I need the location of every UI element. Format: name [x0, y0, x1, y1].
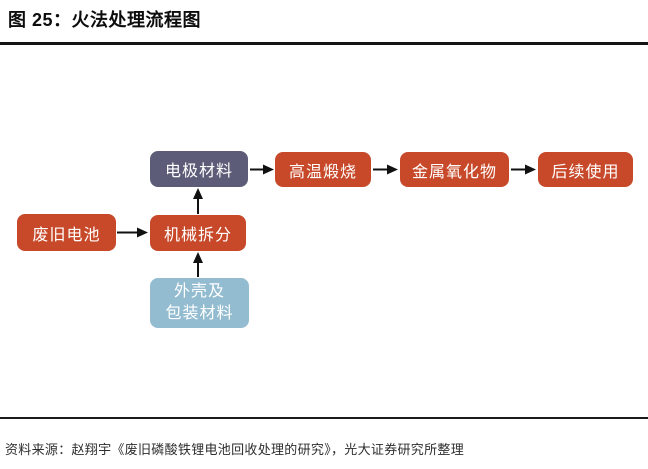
flow-node-shell-packaging: 外壳及 包装材料: [150, 278, 249, 328]
flow-node-mechanical-split: 机械拆分: [150, 215, 246, 251]
flow-node-electrode-material: 电极材料: [150, 151, 248, 187]
arrow-electrode-to-calcination: [250, 164, 274, 175]
arrow-calcination-to-metal-oxide: [373, 164, 398, 175]
footer-divider: [0, 417, 648, 419]
flow-node-label: 机械拆分: [163, 227, 232, 244]
arrow-waste-to-mechanical: [117, 227, 148, 238]
flow-node-label-line1: 外壳及: [173, 283, 225, 301]
flow-node-label: 金属氧化物: [411, 163, 497, 181]
flow-node-label: 后续使用: [551, 163, 620, 181]
flow-node-label: 高温煅烧: [288, 163, 357, 181]
figure-title: 图 25：火法处理流程图: [8, 10, 202, 30]
flow-node-label: 电极材料: [164, 163, 233, 180]
flow-node-label: 废旧电池: [32, 226, 101, 244]
flow-node-metal-oxide: 金属氧化物: [400, 152, 509, 187]
arrow-mechanical-to-electrode: [193, 188, 203, 214]
flow-node-label-line2: 包装材料: [165, 305, 234, 322]
flow-node-high-temp-calcination: 高温煅烧: [275, 152, 371, 187]
source-attribution: 资料来源：赵翔宇《废旧磷酸铁锂电池回收处理的研究》，光大证券研究所整理: [5, 442, 465, 457]
arrow-metal-oxide-to-subsequent-use: [511, 164, 536, 175]
title-divider: [0, 42, 648, 45]
flow-node-subsequent-use: 后续使用: [538, 152, 633, 187]
arrow-shell-to-mechanical: [193, 252, 203, 277]
flow-node-waste-battery: 废旧电池: [17, 214, 116, 251]
